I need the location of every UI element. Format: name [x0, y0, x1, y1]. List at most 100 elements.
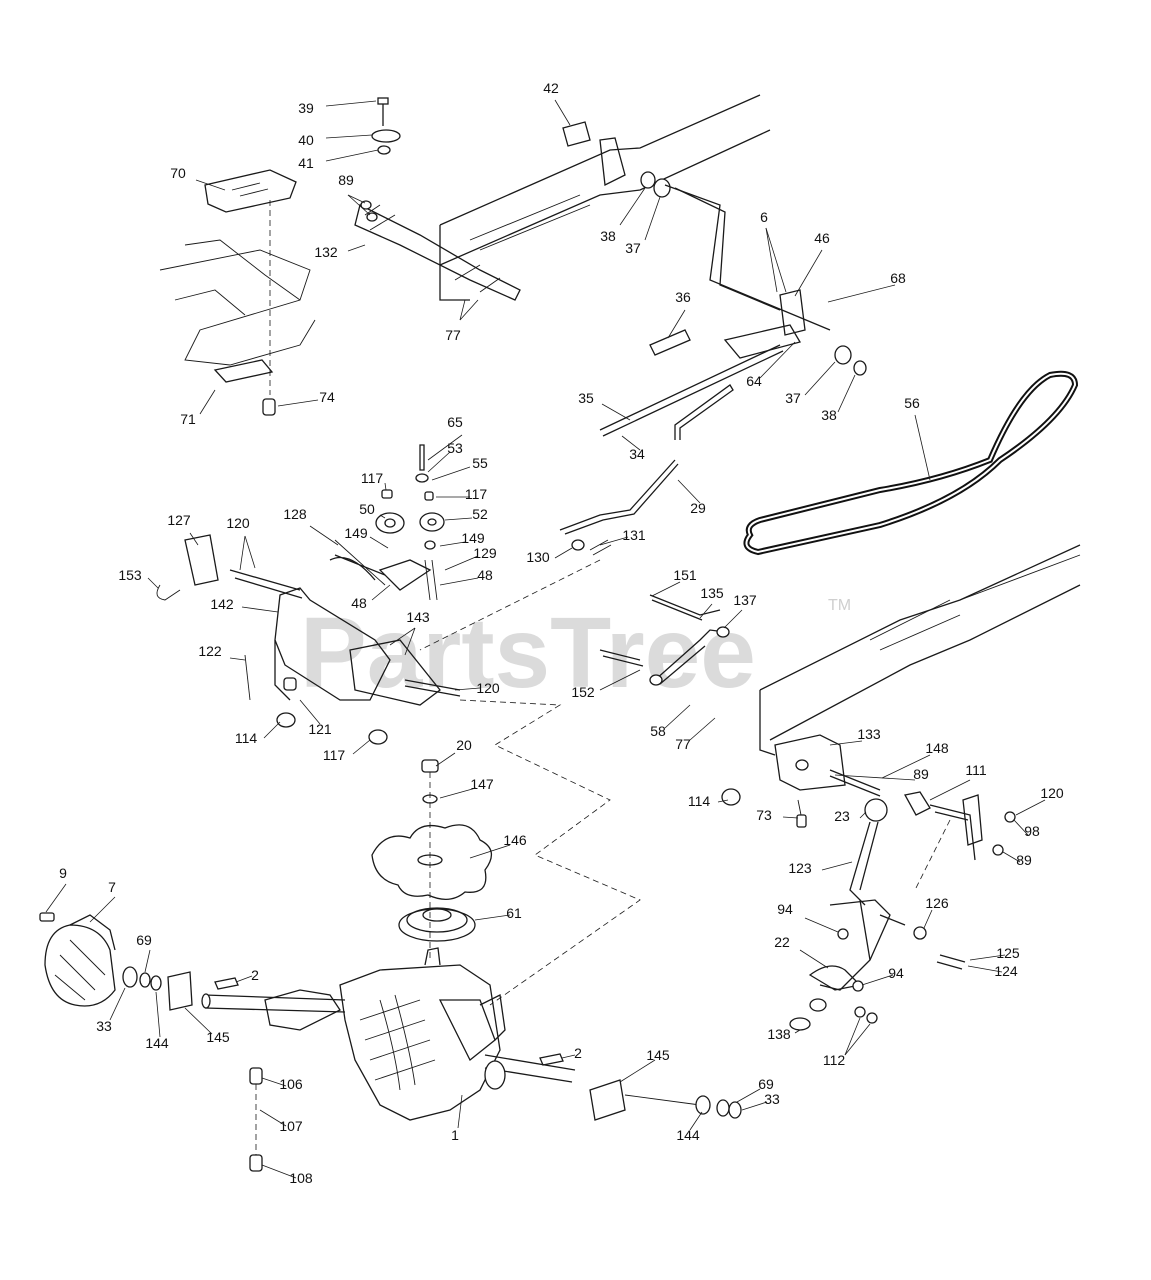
callout-148[interactable]: 148: [925, 740, 949, 756]
callout-145[interactable]: 145: [646, 1047, 670, 1063]
callout-46[interactable]: 46: [814, 230, 830, 246]
callout-151[interactable]: 151: [673, 567, 697, 583]
callout-69[interactable]: 69: [136, 932, 152, 948]
callout-128[interactable]: 128: [283, 506, 307, 522]
callout-137[interactable]: 137: [733, 592, 757, 608]
callout-153[interactable]: 153: [118, 567, 142, 583]
callout-106[interactable]: 106: [279, 1076, 303, 1092]
callout-149[interactable]: 149: [461, 530, 485, 546]
callout-36[interactable]: 36: [675, 289, 691, 305]
callout-145[interactable]: 145: [206, 1029, 230, 1045]
callout-129[interactable]: 129: [473, 545, 497, 561]
callout-55[interactable]: 55: [472, 455, 488, 471]
callout-42[interactable]: 42: [543, 80, 559, 96]
callout-6[interactable]: 6: [760, 209, 768, 225]
callout-122[interactable]: 122: [198, 643, 222, 659]
callout-132[interactable]: 132: [314, 244, 338, 260]
callout-50[interactable]: 50: [359, 501, 375, 517]
callout-69[interactable]: 69: [758, 1076, 774, 1092]
callout-152[interactable]: 152: [571, 684, 595, 700]
fan-pulley-stack: [371, 759, 492, 960]
callout-58[interactable]: 58: [650, 723, 666, 739]
callout-149[interactable]: 149: [344, 525, 368, 541]
callout-77[interactable]: 77: [675, 736, 691, 752]
callout-125[interactable]: 125: [996, 945, 1020, 961]
callout-33[interactable]: 33: [764, 1091, 780, 1107]
callout-133[interactable]: 133: [857, 726, 881, 742]
callout-77[interactable]: 77: [445, 327, 461, 343]
callout-71[interactable]: 71: [180, 411, 196, 427]
callout-37[interactable]: 37: [785, 390, 801, 406]
callout-111[interactable]: 111: [965, 762, 986, 778]
callout-65[interactable]: 65: [447, 414, 463, 430]
callout-70[interactable]: 70: [170, 165, 186, 181]
callout-74[interactable]: 74: [319, 389, 335, 405]
callout-35[interactable]: 35: [578, 390, 594, 406]
callout-117[interactable]: 117: [323, 747, 346, 763]
callout-38[interactable]: 38: [821, 407, 837, 423]
callout-20[interactable]: 20: [456, 737, 472, 753]
callout-114[interactable]: 114: [688, 793, 711, 809]
callout-120[interactable]: 120: [476, 680, 500, 696]
callout-23[interactable]: 23: [834, 808, 850, 824]
callout-98[interactable]: 98: [1024, 823, 1040, 839]
callout-127[interactable]: 127: [167, 512, 191, 528]
callout-112[interactable]: 112: [823, 1052, 846, 1068]
callout-22[interactable]: 22: [774, 934, 790, 950]
callout-117[interactable]: 117: [361, 470, 384, 486]
callout-39[interactable]: 39: [298, 100, 314, 116]
callout-48[interactable]: 48: [477, 567, 493, 583]
callout-123[interactable]: 123: [788, 860, 812, 876]
callout-120[interactable]: 120: [226, 515, 250, 531]
callout-89[interactable]: 89: [913, 766, 929, 782]
callout-68[interactable]: 68: [890, 270, 906, 286]
callout-135[interactable]: 135: [700, 585, 724, 601]
callout-124[interactable]: 124: [994, 963, 1018, 979]
callout-120[interactable]: 120: [1040, 785, 1064, 801]
callout-146[interactable]: 146: [503, 832, 527, 848]
callout-73[interactable]: 73: [756, 807, 772, 823]
callout-38[interactable]: 38: [600, 228, 616, 244]
callout-126[interactable]: 126: [925, 895, 949, 911]
right-frame-rail: [721, 544, 1081, 828]
callout-121[interactable]: 121: [308, 721, 332, 737]
callout-94[interactable]: 94: [888, 965, 904, 981]
callout-40[interactable]: 40: [298, 132, 314, 148]
callout-94[interactable]: 94: [777, 901, 793, 917]
callout-143[interactable]: 143: [406, 609, 430, 625]
callout-37[interactable]: 37: [625, 240, 641, 256]
callout-147[interactable]: 147: [470, 776, 494, 792]
axle-keys: [214, 977, 564, 1066]
callout-64[interactable]: 64: [746, 373, 762, 389]
callout-142[interactable]: 142: [210, 596, 234, 612]
callout-114[interactable]: 114: [235, 730, 258, 746]
callout-52[interactable]: 52: [472, 506, 488, 522]
callout-48[interactable]: 48: [351, 595, 367, 611]
callout-56[interactable]: 56: [904, 395, 920, 411]
callout-2[interactable]: 2: [574, 1045, 582, 1061]
callout-9[interactable]: 9: [59, 865, 67, 881]
callout-2[interactable]: 2: [251, 967, 259, 983]
callout-89[interactable]: 89: [338, 172, 354, 188]
callout-138[interactable]: 138: [767, 1026, 791, 1042]
callout-108[interactable]: 108: [289, 1170, 313, 1186]
brake-pedal-assembly: [159, 169, 316, 416]
callout-1[interactable]: 1: [451, 1127, 459, 1143]
drive-belt: [743, 370, 1079, 556]
callout-53[interactable]: 53: [447, 440, 463, 456]
transaxle: [201, 947, 576, 1121]
callout-41[interactable]: 41: [298, 155, 314, 171]
callout-144[interactable]: 144: [145, 1035, 169, 1051]
callout-29[interactable]: 29: [690, 500, 706, 516]
callout-7[interactable]: 7: [108, 879, 116, 895]
leader-lines: [45, 99, 1046, 1179]
callout-117[interactable]: 117: [465, 486, 488, 502]
callout-107[interactable]: 107: [279, 1118, 303, 1134]
callout-61[interactable]: 61: [506, 905, 522, 921]
callout-131[interactable]: 131: [622, 527, 646, 543]
callout-144[interactable]: 144: [676, 1127, 700, 1143]
callout-89[interactable]: 89: [1016, 852, 1032, 868]
callout-130[interactable]: 130: [526, 549, 550, 565]
callout-33[interactable]: 33: [96, 1018, 112, 1034]
callout-34[interactable]: 34: [629, 446, 645, 462]
